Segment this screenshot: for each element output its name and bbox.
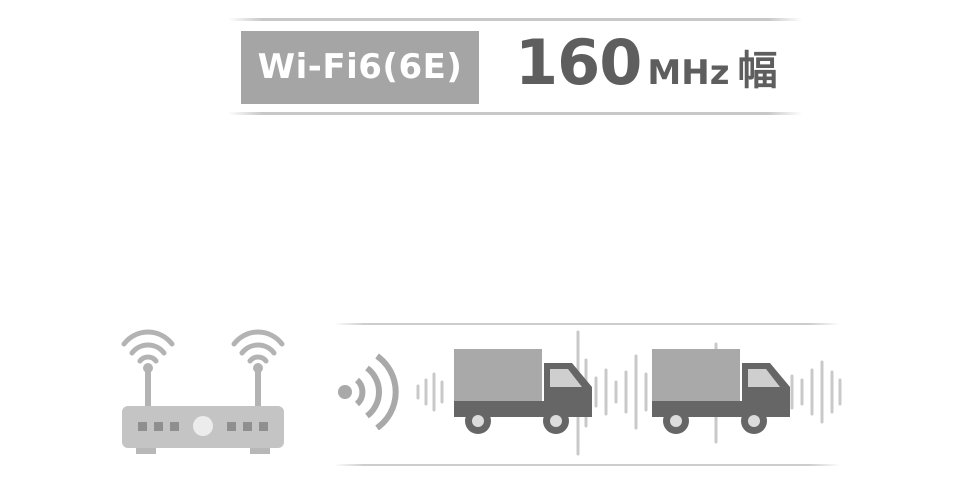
channel-width-suffix: 幅 xyxy=(737,48,778,94)
wifi-signal-icon xyxy=(231,329,285,364)
broadcast-signal-icon xyxy=(338,353,399,430)
channel-width-value: 160 xyxy=(515,26,642,99)
truck-icon xyxy=(454,349,592,434)
channel-width-heading: 160 MHz 幅 xyxy=(515,26,778,106)
lane-bottom-divider xyxy=(334,464,840,466)
wifi-signal-icon xyxy=(121,329,175,364)
channel-width-unit: MHz xyxy=(647,53,730,93)
standard-badge: Wi-Fi6(6E) xyxy=(241,31,479,104)
truck-icon xyxy=(652,349,790,434)
wifi-router-icon xyxy=(121,329,285,454)
lane-top-divider xyxy=(334,323,840,325)
header-bottom-divider xyxy=(228,112,802,115)
header-top-divider xyxy=(228,18,802,21)
